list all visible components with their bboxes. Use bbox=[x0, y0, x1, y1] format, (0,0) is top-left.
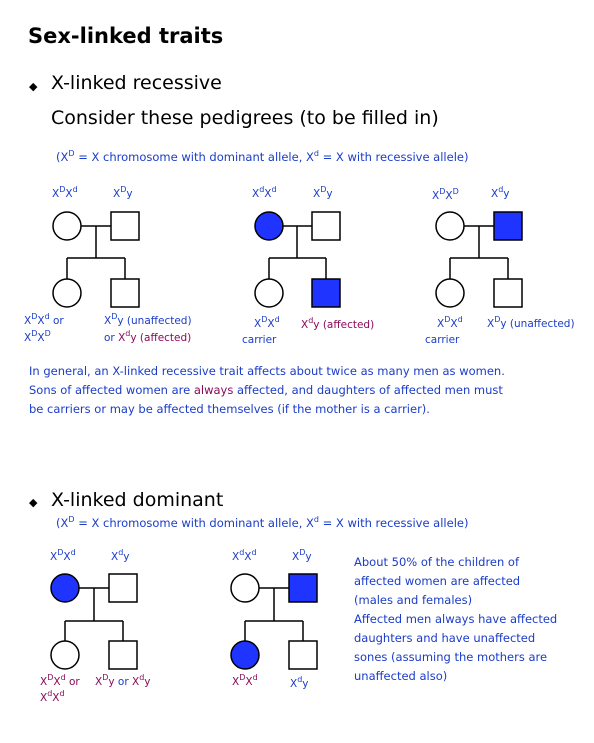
bullet-icon: ◆ bbox=[29, 80, 38, 93]
pedigree4-daughter-symbol bbox=[50, 640, 80, 670]
allele-key-note: (XD = X chromosome with dominant allele,… bbox=[56, 149, 469, 165]
p3-mother-genotype: XDXD bbox=[432, 187, 459, 203]
pedigree5-son-symbol bbox=[288, 640, 318, 670]
p2-daughter-status: carrier bbox=[242, 334, 277, 346]
dominant-explanation-line: About 50% of the children of bbox=[354, 555, 520, 569]
dominant-explanation-line: Affected men always have affected bbox=[354, 612, 558, 626]
pedigree5-mother-symbol bbox=[230, 573, 260, 603]
dominant-explanation: About 50% of the children of affected wo… bbox=[354, 553, 590, 686]
pedigree3-daughter-symbol bbox=[435, 278, 465, 308]
pedigree5-daughter-symbol bbox=[230, 640, 260, 670]
p4-mother-genotype: XDXd bbox=[50, 548, 76, 564]
pedigree1-father-symbol bbox=[110, 211, 140, 241]
p4-son-genotype: XDy or Xdy bbox=[95, 673, 151, 689]
p3-son-genotype: XDy (unaffected) bbox=[487, 315, 575, 331]
p2-father-genotype: XDy bbox=[313, 185, 333, 201]
dominant-explanation-line: sones (assuming the mothers are bbox=[354, 650, 548, 664]
p2-son-genotype: Xdy (affected) bbox=[301, 316, 375, 332]
bullet-icon: ◆ bbox=[29, 496, 38, 509]
pedigree4-mother-symbol bbox=[50, 573, 80, 603]
p5-father-genotype: XDy bbox=[292, 548, 312, 564]
p4-daughter-genotype-alt: XdXd bbox=[40, 689, 65, 705]
p5-mother-genotype: XdXd bbox=[232, 548, 257, 564]
pedigree4-son-symbol bbox=[108, 640, 138, 670]
dominant-explanation-line: unaffected also) bbox=[354, 669, 448, 683]
p2-daughter-genotype: XDXd bbox=[254, 315, 280, 331]
pedigree5-father-symbol bbox=[288, 573, 318, 603]
pedigree1-daughter-symbol bbox=[52, 278, 82, 308]
p3-father-genotype: Xdy bbox=[491, 185, 510, 201]
p4-daughter-genotype: XDXd or bbox=[40, 673, 80, 689]
section1-subheading: Consider these pedigrees (to be filled i… bbox=[51, 107, 439, 129]
pedigree2-mother-symbol bbox=[254, 211, 284, 241]
p2-mother-genotype: XdXd bbox=[252, 185, 277, 201]
p4-father-genotype: Xdy bbox=[111, 548, 130, 564]
p3-daughter-genotype: XDXd bbox=[437, 315, 463, 331]
p1-daughter-genotype-alt: XDXD bbox=[24, 329, 51, 345]
pedigree3-mother-symbol bbox=[435, 211, 465, 241]
pedigree2-father-symbol bbox=[311, 211, 341, 241]
p1-daughter-genotype: XDXd or bbox=[24, 312, 64, 328]
pedigree1-mother-symbol bbox=[52, 211, 82, 241]
pedigree1-son-symbol bbox=[110, 278, 140, 308]
dominant-explanation-line: affected women are affected bbox=[354, 574, 521, 588]
section2-heading: X-linked dominant bbox=[51, 489, 224, 511]
p3-daughter-status: carrier bbox=[425, 334, 460, 346]
recessive-summary-line2: Sons of affected women are always affect… bbox=[29, 383, 503, 397]
p1-father-genotype: XDy bbox=[113, 185, 133, 201]
pedigree3-father-symbol bbox=[493, 211, 523, 241]
pedigree2-son-symbol bbox=[311, 278, 341, 308]
section1-heading: X-linked recessive bbox=[51, 72, 222, 94]
dominant-explanation-line: daughters and have unaffected bbox=[354, 631, 536, 645]
pedigree4-father-symbol bbox=[108, 573, 138, 603]
p5-son-genotype: Xdy bbox=[290, 675, 309, 691]
p1-son-genotype: XDy (unaffected) bbox=[104, 312, 192, 328]
p5-daughter-genotype: XDXd bbox=[232, 673, 258, 689]
pedigree3-son-symbol bbox=[493, 278, 523, 308]
page-title: Sex-linked traits bbox=[28, 24, 224, 48]
allele-key-note-2: (XD = X chromosome with dominant allele,… bbox=[56, 515, 469, 531]
p1-son-genotype-alt: or Xdy (affected) bbox=[104, 329, 192, 345]
recessive-summary-line1: In general, an X-linked recessive trait … bbox=[29, 364, 505, 378]
recessive-summary-line3: be carriers or may be affected themselve… bbox=[29, 402, 430, 416]
p1-mother-genotype: XDXd bbox=[52, 185, 78, 201]
dominant-explanation-line: (males and females) bbox=[354, 593, 473, 607]
pedigree2-daughter-symbol bbox=[254, 278, 284, 308]
